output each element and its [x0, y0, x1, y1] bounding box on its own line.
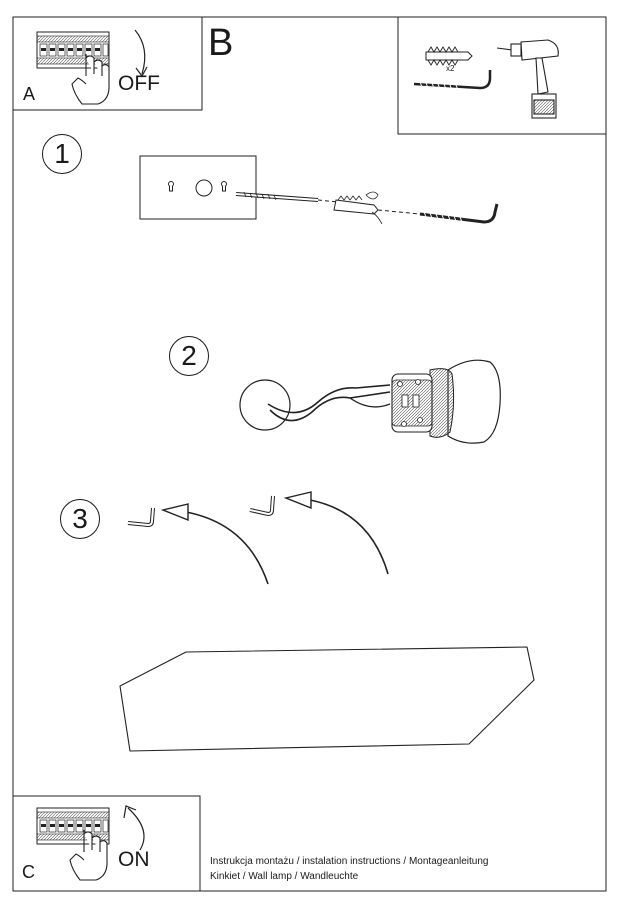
hook-screw-icon	[413, 70, 492, 91]
junction-box	[239, 379, 291, 431]
panel-b-frame	[397, 16, 607, 135]
on-label: ON	[118, 848, 150, 871]
page-border	[12, 16, 607, 892]
panel-b-label: B	[208, 22, 234, 64]
wall-plug-step1-icon	[333, 191, 383, 225]
wire-blue	[267, 384, 391, 414]
panel-c-label: C	[22, 862, 35, 882]
hang-arrow-left-icon	[185, 511, 269, 585]
wire-brown	[269, 391, 391, 422]
quantity-label: x2	[446, 64, 455, 73]
wire-ground	[349, 397, 391, 408]
switch-up-arrow-icon	[127, 807, 145, 851]
footer-product-name: Kinkiet / Wall lamp / Wandleuchte	[210, 871, 359, 882]
hang-arrow-right-icon	[309, 499, 389, 575]
keyhole-slot-icon	[168, 181, 227, 192]
lamp-socket	[391, 359, 501, 444]
step-3-badge: 3	[60, 499, 100, 539]
assembly-guide-dash	[317, 199, 421, 215]
footer-instructions-title: Instrukcja montażu / instalation instruc…	[210, 856, 489, 867]
step-2-badge: 2	[169, 336, 209, 376]
hook-screw-step1-icon	[419, 203, 499, 224]
wall-plug-icon	[425, 46, 473, 66]
step-1-badge: 1	[42, 134, 82, 174]
cable-hole	[195, 179, 213, 197]
switch-down-arrow-icon	[134, 29, 146, 75]
drill-icon	[496, 39, 559, 119]
off-label: OFF	[118, 72, 160, 95]
screw-rod	[235, 191, 319, 202]
panel-a-label: A	[23, 84, 36, 104]
lamp-shade	[119, 646, 535, 752]
